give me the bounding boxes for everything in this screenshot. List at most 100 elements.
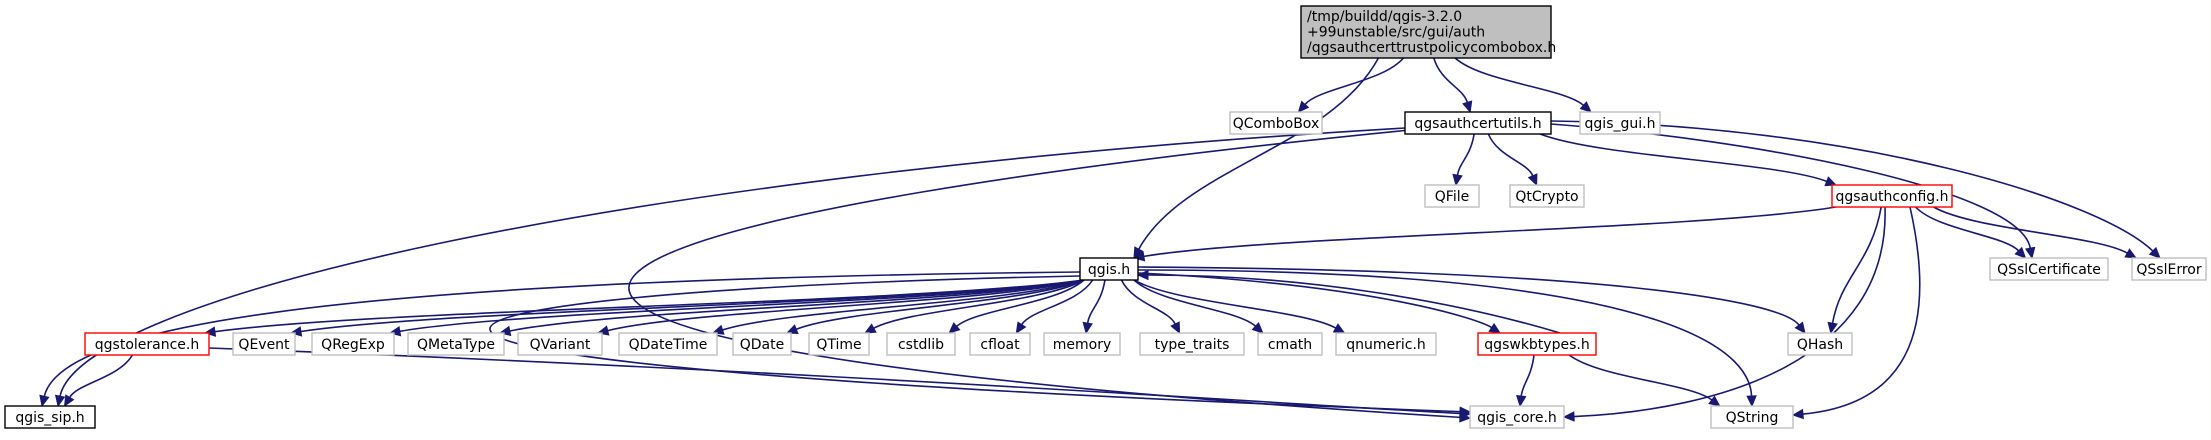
arrowhead [2148, 246, 2161, 259]
edge-root-to-qgis_gui [1454, 57, 1592, 113]
edge-qgsauthcertutils-to-qgsauthconfig [1539, 133, 1838, 187]
edge-qgis-to-cfloat [1015, 279, 1094, 335]
node-box [618, 332, 718, 356]
node-box [232, 332, 296, 356]
node-box [1424, 184, 1480, 208]
arrowhead [1459, 408, 1472, 419]
edge-line [1304, 57, 1405, 105]
edge-qgis-to-qhash [1137, 266, 1806, 334]
node-box [311, 332, 395, 356]
edge-line [1454, 57, 1584, 106]
edge-qgstolerance-to-qgis_sip [63, 354, 134, 408]
edge-qgsauthconfig-to-qgis_core [1562, 206, 1886, 422]
node-box [1579, 111, 1661, 135]
node-qvariant: QVariant [517, 332, 603, 356]
node-qdatetime: QDateTime [618, 332, 718, 356]
edge-line [399, 279, 1085, 333]
edge-line [1086, 279, 1106, 324]
nodes-layer: /tmp/buildd/qgis-3.2.0+99unstable/src/gu… [4, 5, 2207, 429]
edge-root-to-qcombobox [1297, 57, 1405, 113]
node-qgsauthcertutils[interactable]: qgsauthcertutils.h [1404, 111, 1552, 135]
node-qgis[interactable]: qgis.h [1079, 257, 1139, 281]
node-box [1335, 332, 1437, 356]
arrowhead [2014, 246, 2027, 259]
edge-line [1550, 123, 2032, 249]
edge-qgis-to-qregexp [388, 279, 1085, 337]
node-label: cstdlib [898, 337, 944, 353]
edge-line [628, 129, 1461, 419]
arrowhead [1082, 321, 1093, 335]
node-label: qgsauthcertutils.h [1414, 116, 1541, 132]
edge-line [489, 275, 1461, 413]
edge-qgis-to-qdatetime [711, 279, 1085, 335]
arrowhead [1136, 269, 1149, 281]
edge-qgis-to-qstring [1137, 269, 1757, 408]
arrowhead [1791, 408, 1804, 420]
edge-qgis-to-cstdlib [948, 279, 1085, 334]
edge-line [1137, 272, 1493, 329]
edge-qgsauthcertutils-to-qsslcertificate [1550, 123, 2036, 260]
node-qfile: QFile [1424, 184, 1480, 208]
node-qgis_sip[interactable]: qgis_sip.h [4, 405, 96, 429]
node-label: /tmp/buildd/qgis-3.2.0 [1307, 9, 1462, 25]
node-box [1469, 405, 1565, 429]
arrowhead [1824, 176, 1838, 187]
node-root[interactable]: /tmp/buildd/qgis-3.2.0+99unstable/src/gu… [1300, 5, 1556, 59]
arrowhead [1015, 321, 1027, 335]
node-box [732, 332, 792, 356]
arrowhead [1794, 321, 1806, 334]
node-box [1257, 332, 1323, 356]
edge-qgis-to-type_traits [1120, 279, 1181, 335]
edge-line [1137, 269, 1753, 397]
node-qgstolerance[interactable]: qgstolerance.h [84, 332, 210, 356]
arrowhead [711, 324, 725, 335]
node-box [1404, 111, 1552, 135]
edge-line [1487, 133, 1534, 177]
edge-line [1914, 206, 2020, 252]
edge-root-to-qgsauthcertutils [1433, 57, 1473, 114]
node-label: memory [1053, 337, 1112, 353]
edge-qgsauthcertutils-to-qfile [1452, 133, 1475, 187]
arrowhead [1516, 394, 1527, 408]
edge-qgis-to-qgswkbtypes [1137, 272, 1502, 334]
arrowhead [1562, 411, 1575, 422]
node-box [1139, 332, 1245, 356]
node-label: QRegExp [321, 337, 385, 353]
node-label: qgswkbtypes.h [1484, 337, 1589, 353]
node-label: qgis_gui.h [1585, 116, 1656, 132]
edge-qgsauthcertutils-to-qtcrypto [1487, 133, 1538, 187]
node-label: QDate [740, 337, 784, 353]
node-label: type_traits [1155, 337, 1230, 353]
edge-qgsauthconfig-to-qsslerror [1933, 206, 2138, 259]
edge-line [1433, 57, 1469, 103]
arrowhead [1527, 173, 1538, 187]
edge-line [1802, 206, 1921, 415]
node-box [1989, 257, 2109, 281]
arrowhead [2124, 248, 2138, 259]
arrowhead [1332, 323, 1346, 334]
edge-line [208, 347, 1461, 415]
node-memory: memory [1043, 332, 1121, 356]
node-label: QEvent [238, 337, 290, 353]
node-label: QString [1726, 410, 1779, 426]
node-qstring: QString [1710, 405, 1794, 429]
arrowhead [1827, 321, 1838, 335]
node-type_traits: type_traits [1139, 332, 1245, 356]
node-qgswkbtypes[interactable]: qgswkbtypes.h [1477, 332, 1597, 356]
edge-line [43, 271, 1081, 397]
node-label: cfloat [980, 337, 1020, 353]
node-label: qnumeric.h [1346, 337, 1426, 353]
node-label: QMetaType [417, 337, 495, 353]
node-qgsauthconfig[interactable]: qgsauthconfig.h [1831, 184, 1953, 208]
edge-qgsauthcertutils-to-qsslerror [1550, 120, 2161, 259]
node-cfloat: cfloat [969, 332, 1031, 356]
arrowhead [1462, 100, 1473, 114]
edge-qgis-to-memory [1082, 279, 1106, 335]
arrowhead [1579, 101, 1592, 113]
edge-line [795, 279, 1085, 331]
node-label: QHash [1797, 337, 1843, 353]
arrowhead [1488, 322, 1502, 334]
node-box [1831, 184, 1953, 208]
node-label: /qgsauthcerttrustpolicycombobox.h [1307, 40, 1556, 56]
